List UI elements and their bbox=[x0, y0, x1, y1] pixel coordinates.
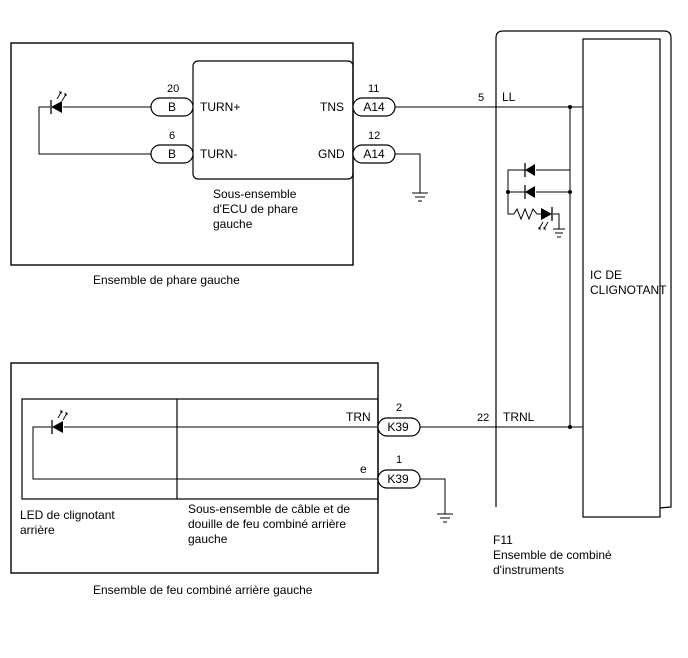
turn-minus-pin-name: TURN- bbox=[200, 147, 237, 161]
turn-minus-pin-number: 6 bbox=[169, 130, 175, 142]
tns-pin-name: TNS bbox=[320, 100, 344, 114]
ecu-label-line-2: d'ECU de phare bbox=[213, 202, 298, 216]
meter-assembly-label-line-1: Ensemble de combiné bbox=[493, 548, 612, 562]
ll-pin-number: 5 bbox=[478, 92, 484, 104]
gnd-pin-name: GND bbox=[318, 147, 345, 161]
ground-icon bbox=[412, 192, 428, 202]
e-pin-number: 1 bbox=[396, 454, 402, 466]
ic-label-line-2: CLIGNOTANT bbox=[590, 283, 667, 297]
ground-icon bbox=[553, 228, 565, 238]
ll-pin-name: LL bbox=[502, 90, 516, 104]
gnd-connector-label: A14 bbox=[363, 147, 385, 161]
e-pin-name: e bbox=[360, 462, 367, 476]
led-label-line-1: LED de clignotant bbox=[20, 508, 115, 522]
ic-label-line-1: IC DE bbox=[590, 268, 622, 282]
headlamp-led-icon bbox=[50, 91, 67, 114]
tns-connector-label: A14 bbox=[363, 100, 385, 114]
left-headlamp-assembly: 20 B TURN+ 6 B TURN- TNS 11 A14 GND 12 A… bbox=[10, 42, 396, 266]
gnd-pin-number: 12 bbox=[368, 130, 380, 142]
turn-plus-pin-number: 20 bbox=[167, 83, 179, 95]
trn-pin-name: TRN bbox=[346, 410, 371, 424]
rear-lamp-inner-box bbox=[21, 398, 379, 500]
rear-ground-wire bbox=[420, 478, 446, 514]
trn-pin-number: 2 bbox=[396, 402, 402, 414]
turn-minus-connector-label: B bbox=[168, 147, 176, 161]
trnl-pin-name: TRNL bbox=[503, 410, 535, 424]
trnl-pin-number: 22 bbox=[477, 412, 489, 424]
led-label-line-2: arrière bbox=[20, 523, 55, 537]
rear-combination-lamp-assembly: TRN e 2 K39 1 K39 LED de clignotant arri… bbox=[10, 362, 421, 574]
socket-label-line-3: gauche bbox=[188, 532, 228, 546]
turn-plus-pin-name: TURN+ bbox=[200, 100, 240, 114]
rear-led-icon bbox=[51, 410, 68, 434]
turn-signal-ic-box bbox=[582, 38, 661, 518]
diode-icon bbox=[524, 163, 535, 177]
meter-code-label: F11 bbox=[493, 533, 513, 547]
turn-plus-connector-label: B bbox=[168, 100, 176, 114]
socket-label-line-1: Sous-ensemble de câble et de bbox=[188, 502, 350, 516]
meter-assembly-label-line-2: d'instruments bbox=[493, 563, 564, 577]
ground-icon bbox=[437, 513, 453, 523]
led-icon bbox=[538, 207, 553, 230]
tns-pin-number: 11 bbox=[368, 83, 379, 95]
turn-plus-connector-oval bbox=[150, 97, 194, 117]
left-headlamp-assembly-label: Ensemble de phare gauche bbox=[93, 273, 240, 287]
rear-lamp-assembly-label: Ensemble de feu combiné arrière gauche bbox=[93, 583, 313, 597]
socket-label-line-2: douille de feu combiné arrière bbox=[188, 517, 346, 531]
combination-meter-assembly: IC DE CLIGNOTANT 5 LL 22 TRNL bbox=[477, 30, 672, 518]
trn-connector-label: K39 bbox=[387, 420, 409, 434]
diode-icon bbox=[524, 185, 535, 199]
headlamp-ecu-box bbox=[192, 60, 354, 180]
e-connector-label: K39 bbox=[387, 472, 409, 486]
headlamp-ground-wire bbox=[395, 153, 421, 193]
meter-internal-wiring bbox=[507, 107, 571, 427]
turn-minus-connector-oval bbox=[150, 144, 194, 164]
rear-led-wire bbox=[32, 426, 378, 480]
headlamp-led-wire bbox=[38, 106, 151, 155]
resistor-icon bbox=[513, 207, 541, 221]
ecu-label-line-3: gauche bbox=[213, 217, 253, 231]
ecu-label-line-1: Sous-ensemble bbox=[213, 187, 297, 201]
